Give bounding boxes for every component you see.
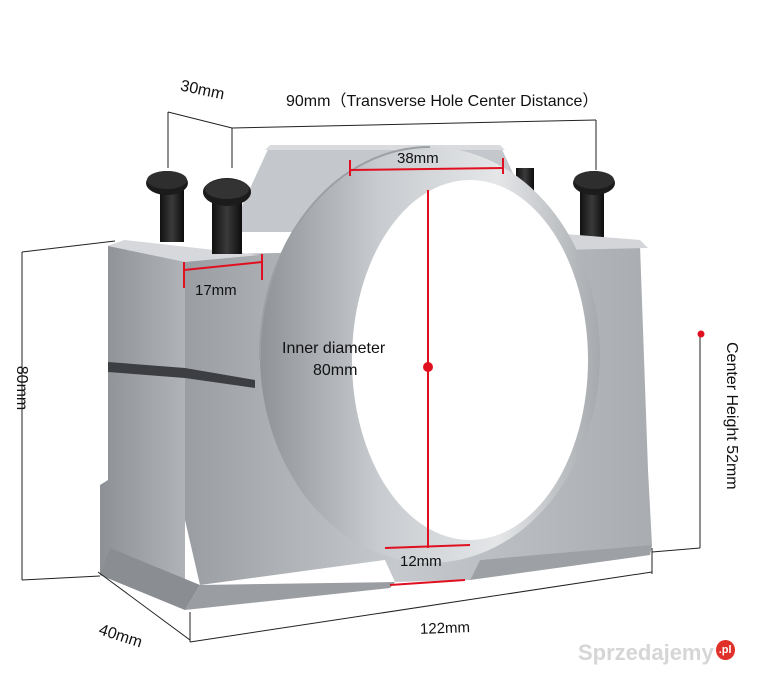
top-width-label: 38mm xyxy=(397,150,439,167)
length-label: 122mm xyxy=(419,619,471,638)
foot-width-label: 17mm xyxy=(195,282,237,299)
clamp-bore xyxy=(258,146,600,563)
bolt-front-left xyxy=(203,178,251,254)
height-label: 80mm xyxy=(13,365,30,411)
center-height-marker xyxy=(697,330,705,338)
watermark-text: Sprzedajemy xyxy=(578,640,714,665)
bottom-thickness-label: 12mm xyxy=(400,553,442,570)
bolt-back-right xyxy=(573,171,615,240)
inner-diameter-value: 80mm xyxy=(313,362,358,379)
dimension-lines xyxy=(21,111,701,643)
hole-distance-label: 90mm（Transverse Hole Center Distance） xyxy=(286,93,599,110)
watermark-suffix: .pl xyxy=(715,640,735,660)
inner-diameter-label: Inner diameter xyxy=(282,340,386,357)
center-height-label: Center Height 52mm xyxy=(723,342,740,490)
bolt-back-left xyxy=(146,171,188,242)
watermark: Sprzedajemy.pl xyxy=(578,640,735,666)
center-point-marker xyxy=(423,362,433,372)
